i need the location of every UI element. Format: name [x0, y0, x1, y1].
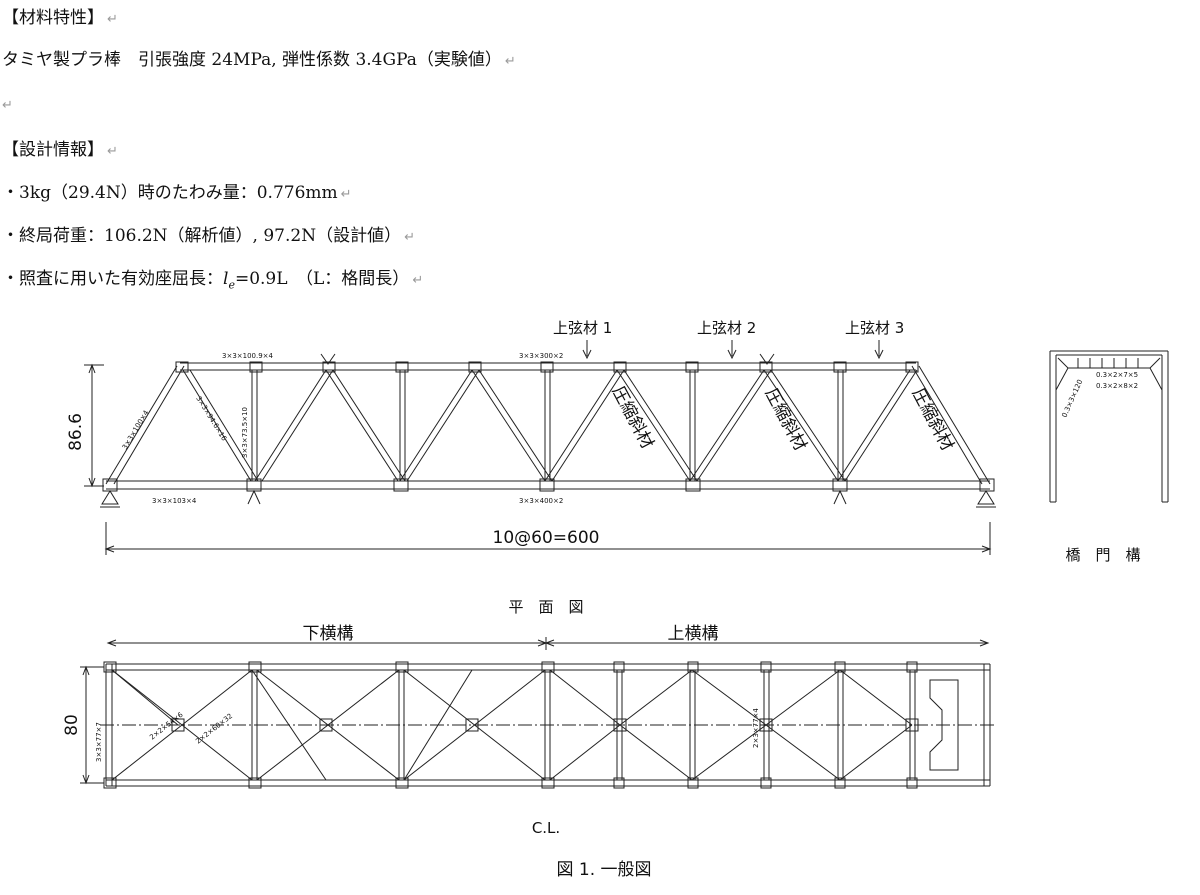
label-diagonal: 3×3×94.6×16: [194, 395, 228, 443]
height-dimension: [84, 363, 104, 488]
label-vertical: 3×3×73.5×10: [241, 407, 249, 458]
label-portal-3: 0.3×3×120: [1061, 378, 1085, 418]
label-top-chord-member-1: 上弦材 1: [553, 319, 612, 337]
label-compression-diagonal-3: 圧縮斜材: [908, 385, 958, 454]
label-top-chord-2: 3×3×300×2: [519, 352, 563, 360]
figure-caption: 図 1. 一般図: [556, 860, 651, 880]
truss-elevation: [100, 340, 996, 508]
lower-bracing-title: 下横構: [303, 624, 354, 644]
label-bottom-chord-2: 3×3×400×2: [519, 497, 563, 505]
material-heading: 【材料特性】↵: [2, 8, 118, 28]
ultimate-load-line: ・終局荷重：106.2N（解析値）, 97.2N（設計値）↵: [2, 226, 415, 246]
label-plan-2: 2×2×60×32: [194, 712, 234, 746]
label-compression-diagonal-2: 圧縮斜材: [761, 385, 811, 454]
bracing-dimension: [106, 637, 990, 650]
label-plan-4: 2×3×77×4: [752, 708, 760, 748]
plan-view: [100, 661, 996, 789]
centerline-label: C.L.: [532, 819, 560, 837]
portal-frame: [1049, 350, 1169, 503]
span-dimension: [104, 522, 992, 555]
deflection-line: ・3kg（29.4N）時のたわみ量：0.776mm↵: [2, 183, 352, 203]
buckling-length-line: ・照査に用いた有効座屈長：le=0.9L （L：格間長）↵: [2, 269, 424, 292]
label-top-chord-member-3: 上弦材 3: [845, 319, 904, 337]
plan-view-title: 平 面 図: [508, 598, 583, 616]
label-top-chord-1: 3×3×100.9×4: [222, 352, 274, 360]
upper-bracing-title: 上横構: [668, 624, 719, 644]
label-portal-1: 0.3×2×7×5: [1096, 371, 1138, 379]
label-bottom-chord-1: 3×3×103×4: [152, 497, 197, 505]
label-plan-3: 3×3×77×7: [95, 722, 103, 762]
label-portal-2: 0.3×2×8×2: [1096, 382, 1138, 390]
width-dimension: [80, 665, 104, 785]
span-dimension-text: 10@60=600: [493, 528, 600, 548]
label-top-chord-member-2: 上弦材 2: [697, 319, 756, 337]
width-dimension-text: 80: [62, 714, 82, 736]
height-dimension-text: 86.6: [66, 413, 86, 451]
empty-paragraph: ↵: [2, 98, 13, 113]
portal-frame-title: 橋 門 構: [1065, 546, 1140, 564]
design-heading: 【設計情報】↵: [2, 140, 118, 160]
material-line: タミヤ製プラ棒 引張強度 24MPa, 弾性係数 3.4GPa（実験値）↵: [2, 50, 516, 70]
